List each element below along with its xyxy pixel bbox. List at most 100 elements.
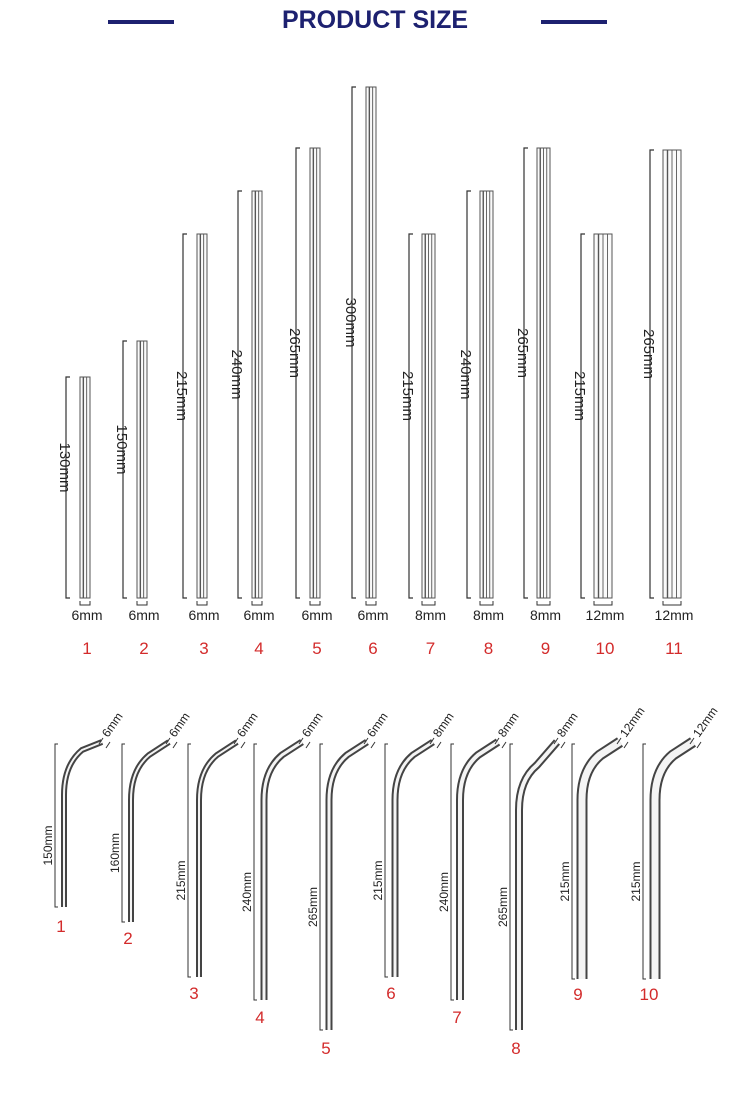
diameter-bracket <box>79 601 91 606</box>
bent-straw-3: 215mm 6mm 3 <box>174 710 261 1003</box>
straw-body <box>251 190 263 599</box>
header: PRODUCT SIZE <box>0 0 750 44</box>
length-label: 160mm <box>108 833 122 873</box>
length-label: 300mm <box>342 297 359 347</box>
length-bracket <box>649 149 654 599</box>
length-bracket <box>295 147 300 599</box>
length-label: 265mm <box>640 329 657 379</box>
length-label: 130mm <box>56 442 73 492</box>
diameter-bracket <box>421 601 436 606</box>
bent-straw-6: 215mm 8mm 6 <box>371 710 457 1003</box>
straw-highlight <box>651 739 695 979</box>
diameter-label: 6mm <box>128 607 159 623</box>
diameter-bracket <box>298 737 311 749</box>
diameter-label: 8mm <box>554 710 581 740</box>
diameter-bracket <box>365 601 377 606</box>
length-bracket <box>408 233 413 599</box>
diameter-bracket <box>536 601 551 606</box>
diameter-label: 6mm <box>166 710 193 740</box>
diameter-bracket <box>662 601 682 606</box>
item-number: 11 <box>665 639 683 658</box>
item-number: 6 <box>368 639 377 658</box>
item-number: 10 <box>640 985 659 1004</box>
straw-body <box>196 739 239 977</box>
diameter-bracket <box>165 737 178 749</box>
item-number: 3 <box>199 639 208 658</box>
length-bracket <box>523 147 528 599</box>
length-bracket <box>509 743 513 1031</box>
length-bracket <box>253 743 257 1001</box>
diameter-label: 8mm <box>473 607 504 623</box>
length-bracket <box>65 376 70 599</box>
diameter-bracket <box>429 737 442 749</box>
length-label: 215mm <box>399 371 416 421</box>
straw-highlight <box>198 741 238 977</box>
length-bracket <box>187 743 191 978</box>
title-left-rule <box>108 20 174 24</box>
length-label: 215mm <box>629 861 643 901</box>
length-bracket <box>319 743 323 1031</box>
item-number: 1 <box>56 917 65 936</box>
length-label: 240mm <box>228 349 245 399</box>
item-number: 2 <box>123 929 132 948</box>
bent-straws: 150mm6mm1160mm6mm2215mm6mm3240mm6mm4265m… <box>41 704 721 1058</box>
length-bracket <box>642 743 646 980</box>
length-label: 265mm <box>286 328 303 378</box>
diameter-label: 6mm <box>71 607 102 623</box>
diameter-bracket <box>309 601 321 606</box>
straw-body <box>325 739 369 1030</box>
item-number: 8 <box>484 639 493 658</box>
diameter-label: 8mm <box>495 710 522 740</box>
straw-body <box>136 340 148 599</box>
diameter-label: 6mm <box>357 607 388 623</box>
length-bracket <box>182 233 187 599</box>
straight-straw-1: 130mm 6mm 1 <box>56 376 103 658</box>
diameter-label: 12mm <box>617 704 648 739</box>
straw-highlight <box>262 740 303 1000</box>
length-label: 215mm <box>371 860 385 900</box>
diameter-bracket <box>233 737 246 749</box>
diameter-bracket <box>689 737 702 749</box>
item-number: 7 <box>426 639 435 658</box>
length-label: 215mm <box>558 861 572 901</box>
straight-straw-6: 300mm 6mm 6 <box>342 86 389 658</box>
diameter-label: 6mm <box>243 607 274 623</box>
title-right-rule <box>541 20 607 24</box>
item-number: 4 <box>254 639 263 658</box>
length-bracket <box>384 743 388 978</box>
straight-straw-4: 240mm 6mm 4 <box>228 190 275 658</box>
item-number: 5 <box>321 1039 330 1058</box>
straw-highlight <box>393 740 434 977</box>
length-label: 240mm <box>240 872 254 912</box>
diameter-label: 6mm <box>234 710 261 740</box>
diameter-bracket <box>593 601 613 606</box>
straw-body <box>365 86 377 599</box>
straight-straw-11: 265mm 12mm 11 <box>640 149 694 658</box>
length-bracket <box>54 743 58 908</box>
item-number: 6 <box>386 984 395 1003</box>
diameter-label: 6mm <box>299 710 326 740</box>
length-label: 215mm <box>174 860 188 900</box>
length-bracket <box>450 743 454 1001</box>
length-label: 215mm <box>571 371 588 421</box>
item-number: 1 <box>82 639 91 658</box>
diameter-bracket <box>136 601 148 606</box>
diameter-label: 12mm <box>655 607 694 623</box>
diameter-label: 12mm <box>690 704 721 739</box>
diameter-bracket <box>98 737 111 749</box>
diameter-bracket <box>251 601 263 606</box>
bent-straw-4: 240mm 6mm 4 <box>240 710 326 1027</box>
item-number: 4 <box>255 1008 264 1027</box>
diameter-bracket <box>616 737 629 749</box>
diameter-bracket <box>196 601 208 606</box>
diameter-label: 8mm <box>430 710 457 740</box>
length-label: 265mm <box>306 887 320 927</box>
item-number: 7 <box>452 1008 461 1027</box>
item-number: 3 <box>189 984 198 1003</box>
